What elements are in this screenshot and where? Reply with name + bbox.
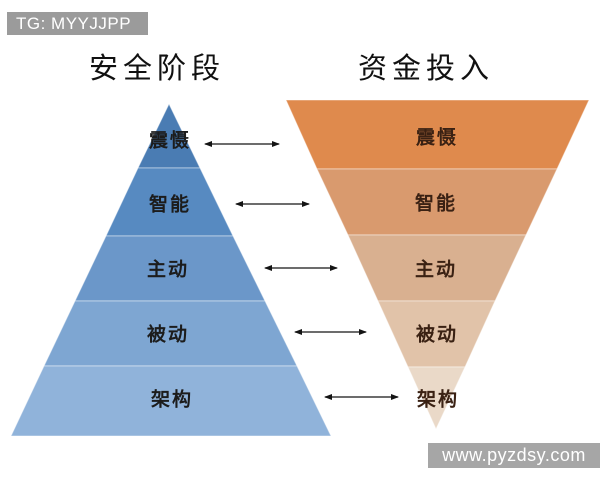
left-band-label-5: 架构 <box>150 389 194 411</box>
left-pyramid-band-5 <box>10 365 332 437</box>
right-funnel-band-5 <box>407 366 466 431</box>
right-band-label-1: 震慑 <box>415 127 459 149</box>
left-band-label-1: 震慑 <box>148 130 192 152</box>
right-band-label-3: 主动 <box>414 259 458 281</box>
left-band-label-2: 智能 <box>148 194 192 216</box>
left-band-label-4: 被动 <box>146 324 190 346</box>
right-band-label-5: 架构 <box>416 389 460 411</box>
left-band-label-3: 主动 <box>146 259 190 281</box>
tg-badge: TG: MYYJJPP <box>7 12 148 35</box>
watermark: www.pyzdsy.com <box>428 443 600 468</box>
left-pyramid-title: 安全阶段 <box>88 53 226 85</box>
right-funnel-title: 资金投入 <box>357 53 495 85</box>
right-band-label-2: 智能 <box>414 193 458 215</box>
right-band-label-4: 被动 <box>415 324 459 346</box>
